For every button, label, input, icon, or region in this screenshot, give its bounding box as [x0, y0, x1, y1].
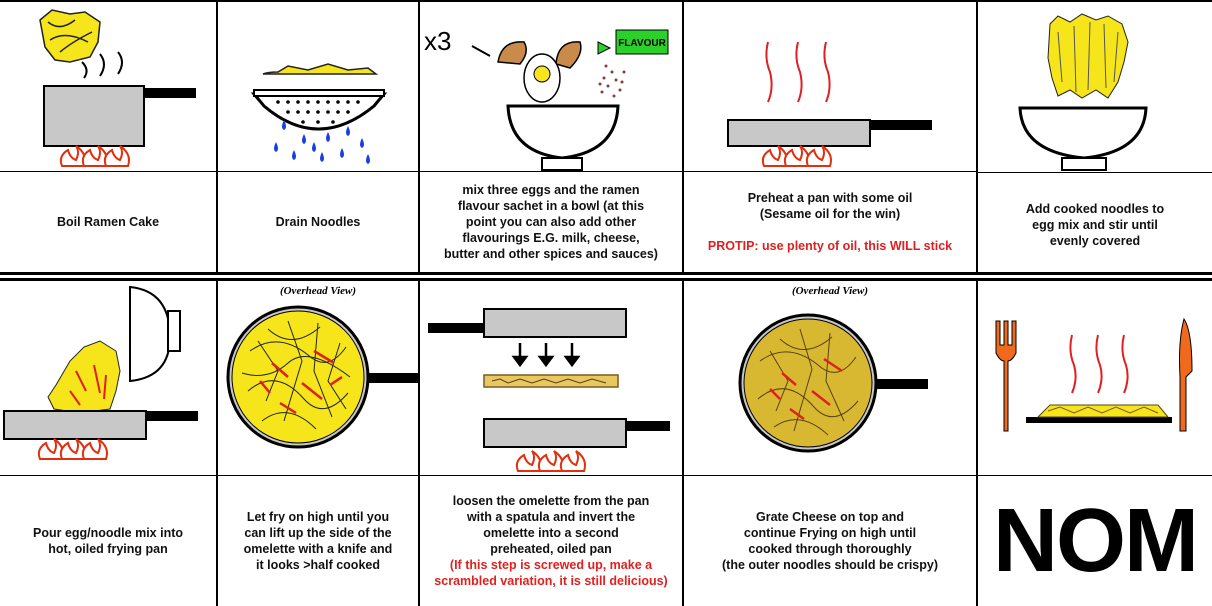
preheat-illustration — [684, 2, 976, 172]
knife-icon — [1179, 317, 1193, 432]
nom-text: NOM — [993, 491, 1199, 591]
flame-icon — [37, 438, 108, 460]
noodles-icon — [262, 63, 379, 75]
pot-on-stove-icon — [39, 9, 196, 167]
flame-icon — [515, 450, 586, 472]
omelette-icon — [231, 310, 365, 444]
caption-fry: Let fry on high until you can lift up th… — [218, 475, 418, 606]
caption-add-noodles: Add cooked noodles to egg mix and stir u… — [978, 172, 1212, 272]
flavour-sachet-icon — [615, 29, 669, 55]
cheese-illustration — [684, 281, 976, 479]
omelette-icon — [1036, 404, 1170, 418]
pour-into-pan-icon — [3, 285, 198, 460]
frying-pan-icon — [727, 119, 871, 147]
plate-with-cutlery-icon — [995, 317, 1193, 432]
tilted-bowl-icon — [129, 285, 172, 383]
steps-row-1: Boil Ramen Cake — [0, 0, 1212, 272]
overhead-view-label: (Overhead View) — [279, 285, 357, 297]
egg-noodle-mix-icon — [47, 340, 121, 414]
seasoning-icon — [598, 64, 626, 98]
panel-invert: loosen the omelette from the pan with a … — [420, 281, 684, 606]
nom-cell: NOM — [978, 475, 1212, 606]
pot-icon — [43, 85, 145, 147]
bowl-with-egg-icon: x3 FLAVOUR — [424, 26, 669, 171]
panel-mix: x3 FLAVOUR mix three eggs and the ram — [420, 2, 684, 272]
caption-preheat: Preheat a pan with some oil (Sesame oil … — [684, 171, 976, 272]
panel-add-noodles: Add cooked noodles to egg mix and stir u… — [978, 2, 1212, 272]
egg-multiplier: x3 — [424, 26, 451, 56]
served-illustration — [978, 281, 1212, 479]
panel-boil: Boil Ramen Cake — [0, 2, 218, 272]
invert-illustration — [420, 281, 682, 479]
top-pan-icon — [483, 308, 627, 338]
water-drops-icon — [274, 120, 370, 164]
panel-cheese: (Overhead View) Grate Cheese on top and … — [684, 281, 978, 606]
fry-illustration — [218, 281, 418, 479]
invert-omelette-icon — [428, 308, 670, 472]
svg-text:FLAVOUR: FLAVOUR — [618, 38, 666, 49]
caption-pour: Pour egg/noodle mix into hot, oiled fryi… — [0, 475, 216, 606]
add-noodles-illustration — [978, 2, 1212, 172]
steps-row-2: Pour egg/noodle mix into hot, oiled fryi… — [0, 278, 1212, 606]
fork-icon — [995, 320, 1017, 432]
noodles-into-bowl-icon — [1018, 13, 1148, 171]
overhead-pan-cheese-icon — [738, 313, 928, 453]
row-divider — [0, 272, 1212, 275]
bowl-icon — [506, 104, 620, 160]
panel-drain: Drain Noodles — [218, 2, 420, 272]
colander-icon — [250, 63, 388, 164]
caption-boil: Boil Ramen Cake — [0, 171, 216, 272]
arrows-down-icon — [511, 343, 581, 368]
panel-pour: Pour egg/noodle mix into hot, oiled fryi… — [0, 281, 218, 606]
caption-cheese: Grate Cheese on top and continue Frying … — [684, 475, 976, 606]
eggshell-icon — [497, 41, 527, 65]
bowl-icon — [1018, 106, 1148, 160]
protip-warning: PROTIP: use plenty of oil, this WILL sti… — [707, 239, 953, 253]
panel-preheat: Preheat a pan with some oil (Sesame oil … — [684, 2, 978, 272]
frying-pan-icon — [3, 410, 147, 440]
panel-nom: NOM — [978, 281, 1212, 606]
plate-icon — [1026, 417, 1172, 423]
ramen-cake-icon — [39, 9, 101, 63]
drain-illustration — [218, 2, 418, 172]
steam-icon — [765, 41, 831, 103]
flame-icon — [761, 145, 832, 167]
overhead-pan-icon — [226, 305, 418, 449]
flame-icon — [59, 145, 130, 167]
mix-illustration: x3 FLAVOUR — [420, 2, 682, 172]
pour-illustration — [0, 281, 216, 479]
caption-drain: Drain Noodles — [218, 171, 418, 272]
overhead-view-label: (Overhead View) — [791, 285, 869, 297]
boil-illustration — [0, 2, 216, 172]
bottom-pan-icon — [483, 418, 627, 448]
panel-fry: (Overhead View) Let fry on high until yo… — [218, 281, 420, 606]
steam-icon — [1069, 334, 1129, 394]
caption-mix: mix three eggs and the ramen flavour sac… — [420, 171, 682, 272]
caption-invert: loosen the omelette from the pan with a … — [420, 475, 682, 606]
pan-on-stove-icon — [727, 41, 932, 167]
noodles-icon — [1047, 13, 1129, 99]
